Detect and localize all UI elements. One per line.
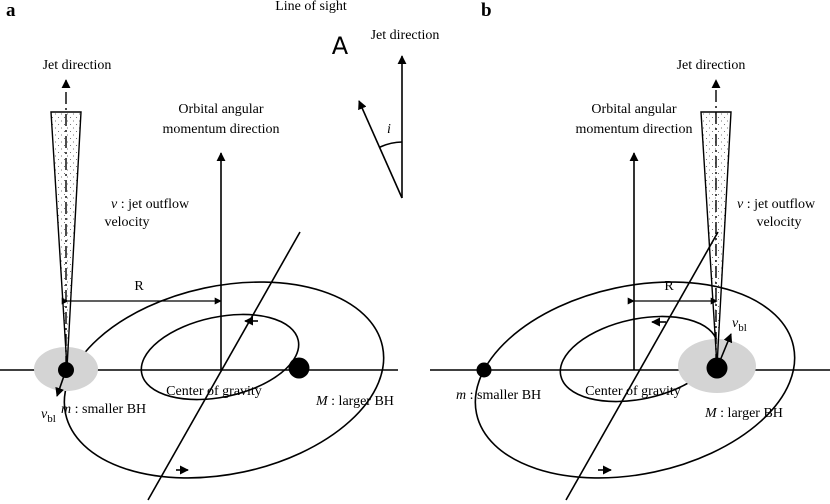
inset-line-of-sight-arrow [358, 100, 403, 199]
inset-jet-direction-label: Jet direction [371, 28, 440, 43]
panel-b-larger-bh-label: M : larger BH [704, 406, 783, 421]
panel-a-label: a [6, 0, 16, 21]
inset-inclination-arc [379, 141, 403, 149]
panel-a-larger-bh [288, 357, 310, 379]
panel-a-outer-orbit [63, 281, 385, 479]
panel-b-vbl-label: vbl [732, 316, 747, 334]
panel-b-outer-orbit [474, 281, 796, 479]
panel-a-inner-orbit [140, 313, 300, 401]
panel-a-vbl-subscript: bl [47, 413, 56, 425]
line-of-sight-label: Line of sight [275, 0, 347, 14]
panel-a-jet-direction-label: Jet direction [43, 58, 112, 73]
panel-b-smaller-bh-symbol: m [456, 388, 466, 403]
panel-b-radius-label: R [664, 279, 674, 294]
panel-b-smaller-bh-text: : smaller BH [466, 388, 541, 403]
panel-a-jet-velocity-text: : jet outflow [117, 197, 190, 212]
panel-b-orbital-label-1: Orbital angular [591, 102, 676, 117]
panel-a-radius-label: R [134, 279, 144, 294]
panel-b-jet-velocity-label-1: v : jet outflow [737, 197, 816, 212]
panel-b-jet-velocity-label-2: velocity [756, 215, 801, 230]
panel-a-vbl-label: vbl [41, 407, 56, 425]
panel-b-tilted-axis [565, 231, 719, 501]
panel-b-orbital-label-2: momentum direction [575, 122, 692, 137]
line-of-sight-inset: Line of sight A Jet direction i [275, 0, 440, 199]
eye-glyph: A [332, 32, 349, 60]
panel-b: b Jet direction Orbital angular momentum… [430, 0, 830, 501]
panel-a-vbl-arrow [55, 369, 67, 397]
panel-b-larger-bh-symbol: M [704, 406, 718, 421]
panel-a-larger-bh-label: M : larger BH [315, 394, 394, 409]
panel-b-smaller-bh-label: m : smaller BH [456, 388, 541, 403]
panel-b-larger-bh-text: : larger BH [717, 406, 783, 421]
panel-a-smaller-bh-text: : smaller BH [71, 402, 146, 417]
panel-a-vbl-symbol: v [41, 407, 48, 422]
panel-a-smaller-bh-label: m : smaller BH [61, 402, 146, 417]
panel-b-vbl-symbol: v [732, 316, 739, 331]
panel-a-larger-bh-text: : larger BH [328, 394, 394, 409]
panel-b-jet-velocity-text: : jet outflow [743, 197, 816, 212]
panel-a-orbital-label-2: momentum direction [162, 122, 279, 137]
panel-b-center-of-gravity-label: Center of gravity [585, 384, 681, 399]
panel-a: a Jet direction Orbital angular momentum… [0, 0, 398, 501]
panel-a-jet-velocity-symbol: v [111, 197, 118, 212]
panel-b-jet-direction-label: Jet direction [677, 58, 746, 73]
panel-a-larger-bh-symbol: M [315, 394, 329, 409]
panel-a-smaller-bh-symbol: m [61, 402, 71, 417]
panel-b-vbl-arrow [716, 333, 733, 369]
panel-b-label: b [481, 0, 492, 21]
panel-a-orbital-label-1: Orbital angular [178, 102, 263, 117]
panel-b-vbl-subscript: bl [738, 322, 747, 334]
inclination-angle-label: i [387, 122, 391, 137]
panel-a-tilted-axis [147, 231, 301, 501]
panel-b-smaller-bh [476, 362, 492, 378]
panel-b-jet-velocity-symbol: v [737, 197, 744, 212]
panel-a-jet-velocity-label-1: v : jet outflow [111, 197, 190, 212]
panel-a-center-of-gravity-label: Center of gravity [166, 384, 262, 399]
panel-a-jet-velocity-label-2: velocity [104, 215, 149, 230]
